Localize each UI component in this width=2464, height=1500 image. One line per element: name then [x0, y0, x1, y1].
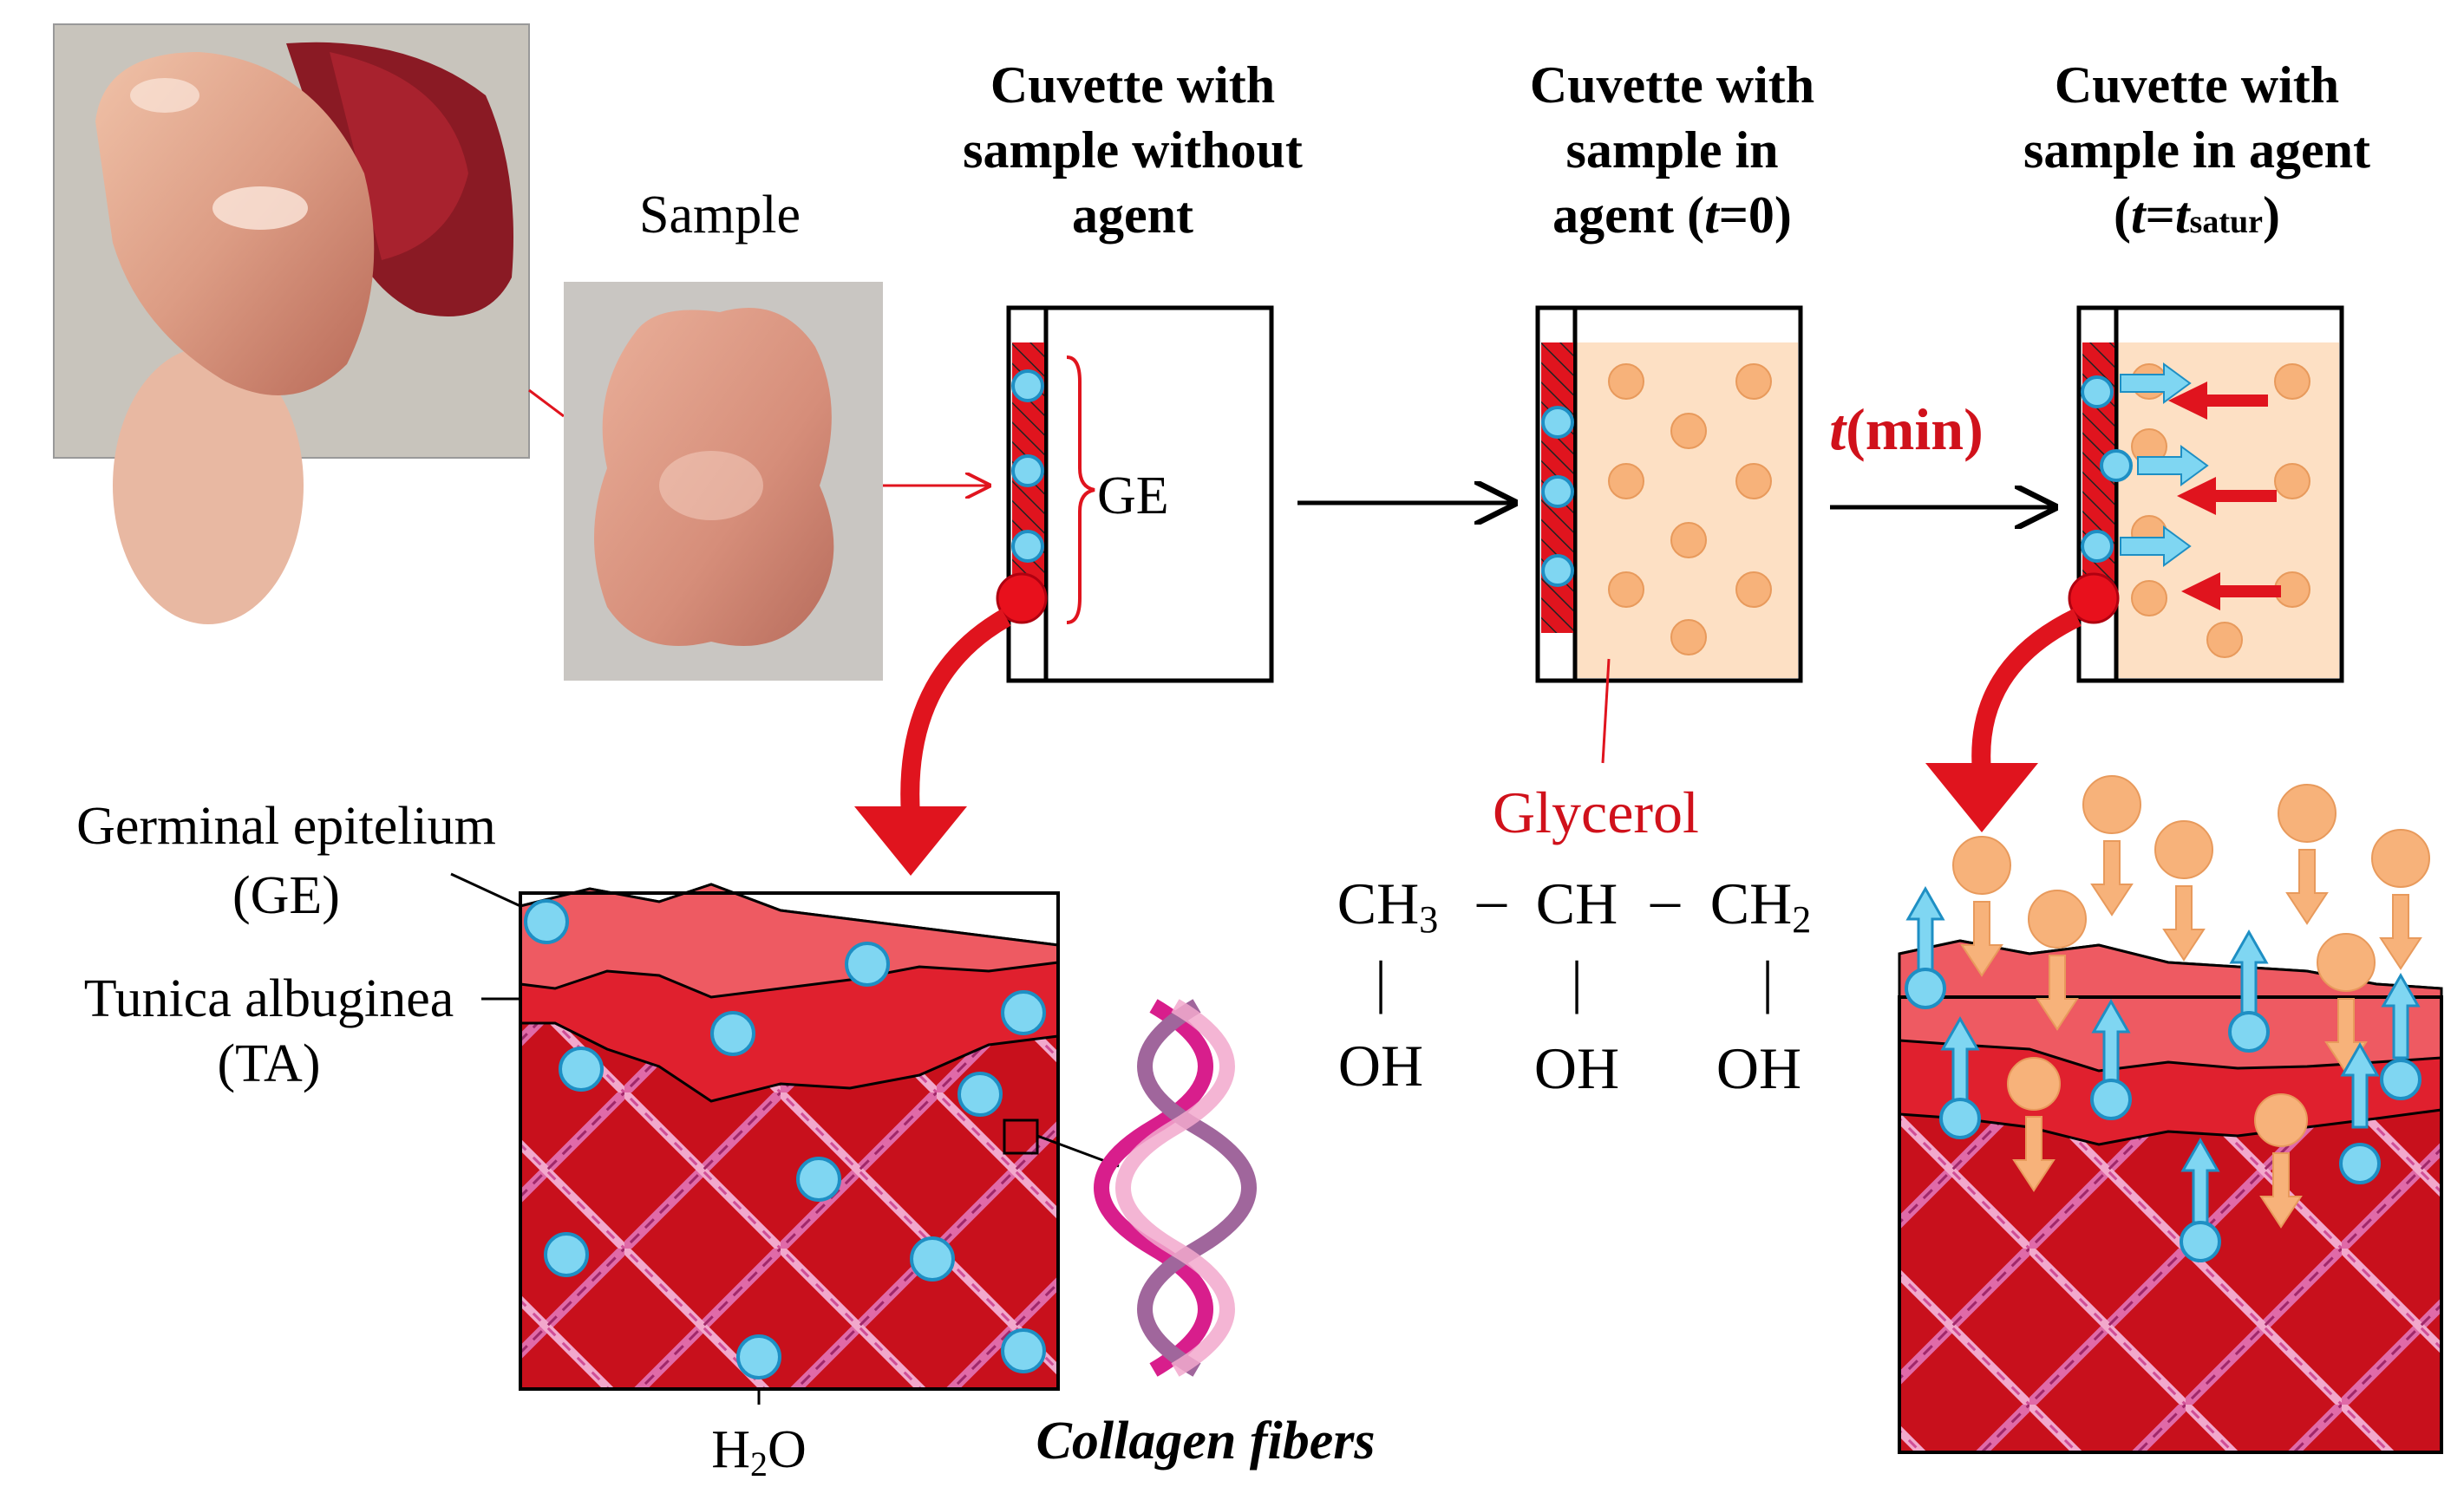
svg-text:–: –	[1650, 866, 1681, 932]
magnify-arrow-left	[854, 609, 1011, 876]
glycerol-in-arrows	[2168, 382, 2281, 610]
tunica-label: Tunica albuginea (TA)	[84, 969, 520, 1093]
germinal-label: Germinal epitelium (GE)	[76, 797, 521, 925]
svg-text:agent: agent	[1072, 186, 1193, 244]
svg-text:CH3: CH3	[1337, 871, 1438, 941]
water-molecules-escaping	[1905, 968, 2422, 1262]
svg-text:OH: OH	[1716, 1035, 1801, 1101]
water-molecule	[1541, 554, 1574, 587]
testis-photo	[53, 23, 530, 624]
water-molecule	[1011, 369, 1044, 402]
glycerol-label: Glycerol	[1493, 779, 1699, 845]
water-molecule	[2081, 375, 2114, 408]
water-up-arrows	[1905, 885, 2421, 1224]
water-label: H2O	[711, 1387, 807, 1484]
glycerol-molecules	[1608, 363, 1772, 655]
magnify-point	[2068, 572, 2120, 624]
collagen-label: Collagen fibers	[1036, 1412, 1376, 1471]
water-out-arrows	[2120, 362, 2209, 567]
water-molecules-tissue	[524, 899, 1046, 1379]
svg-text:Tunica albuginea: Tunica albuginea	[84, 969, 454, 1028]
svg-text:sample without: sample without	[963, 121, 1303, 179]
sample-photo	[564, 282, 883, 681]
svg-text:sample in agent: sample in agent	[2023, 121, 2370, 179]
glycerol-formula: CH3 – CH – CH2 | | | OH OH OH	[1337, 866, 1811, 1101]
svg-text:Cuvette with: Cuvette with	[990, 56, 1275, 114]
water-molecule	[1541, 406, 1574, 439]
svg-text:Germinal epitelium: Germinal epitelium	[76, 797, 496, 856]
svg-text:OH: OH	[1338, 1033, 1423, 1099]
svg-text:CH2: CH2	[1710, 871, 1811, 941]
ge-brace: GE	[1066, 355, 1169, 624]
svg-text:(GE): (GE)	[232, 866, 340, 925]
water-molecule	[1011, 454, 1044, 487]
svg-text:agent (t=0): agent (t=0)	[1552, 186, 1792, 244]
water-molecule	[1011, 530, 1044, 563]
sample-label: Sample	[639, 186, 801, 245]
svg-text:GE: GE	[1097, 466, 1169, 525]
cuvette-1-title: Cuvette with sample without agent	[963, 56, 1303, 244]
svg-text:OH: OH	[1534, 1035, 1619, 1101]
water-molecule	[2100, 449, 2133, 482]
magnify-point	[996, 572, 1048, 624]
svg-text:sample in: sample in	[1565, 121, 1778, 179]
glycerol-molecules-falling	[1952, 775, 2430, 1147]
svg-text:(TA): (TA)	[218, 1034, 321, 1093]
cuvette-3-title: Cuvette with sample in agent (t=tsatur)	[2023, 56, 2370, 244]
tissue-cross-section-saturated	[1898, 939, 2443, 1454]
cuvette-2-title: Cuvette with sample in agent (t=0)	[1530, 56, 1814, 244]
svg-text:|: |	[1761, 949, 1774, 1014]
svg-text:t(min): t(min)	[1829, 396, 1984, 462]
svg-text:(t=tsatur): (t=tsatur)	[2114, 186, 2280, 244]
svg-text:H2O: H2O	[711, 1420, 807, 1484]
tissue-cross-section	[519, 883, 1120, 1391]
magnify-arrow-right	[1925, 609, 2082, 832]
svg-text:CH: CH	[1536, 871, 1618, 936]
svg-text:–: –	[1476, 866, 1507, 932]
svg-text:|: |	[1571, 949, 1583, 1014]
svg-text:Cuvette with: Cuvette with	[2055, 56, 2339, 114]
collagen-helix	[1094, 999, 1257, 1377]
water-molecule	[2081, 530, 2114, 563]
svg-text:Cuvette with: Cuvette with	[1530, 56, 1814, 114]
water-molecule	[1541, 475, 1574, 508]
svg-text:|: |	[1375, 949, 1387, 1014]
